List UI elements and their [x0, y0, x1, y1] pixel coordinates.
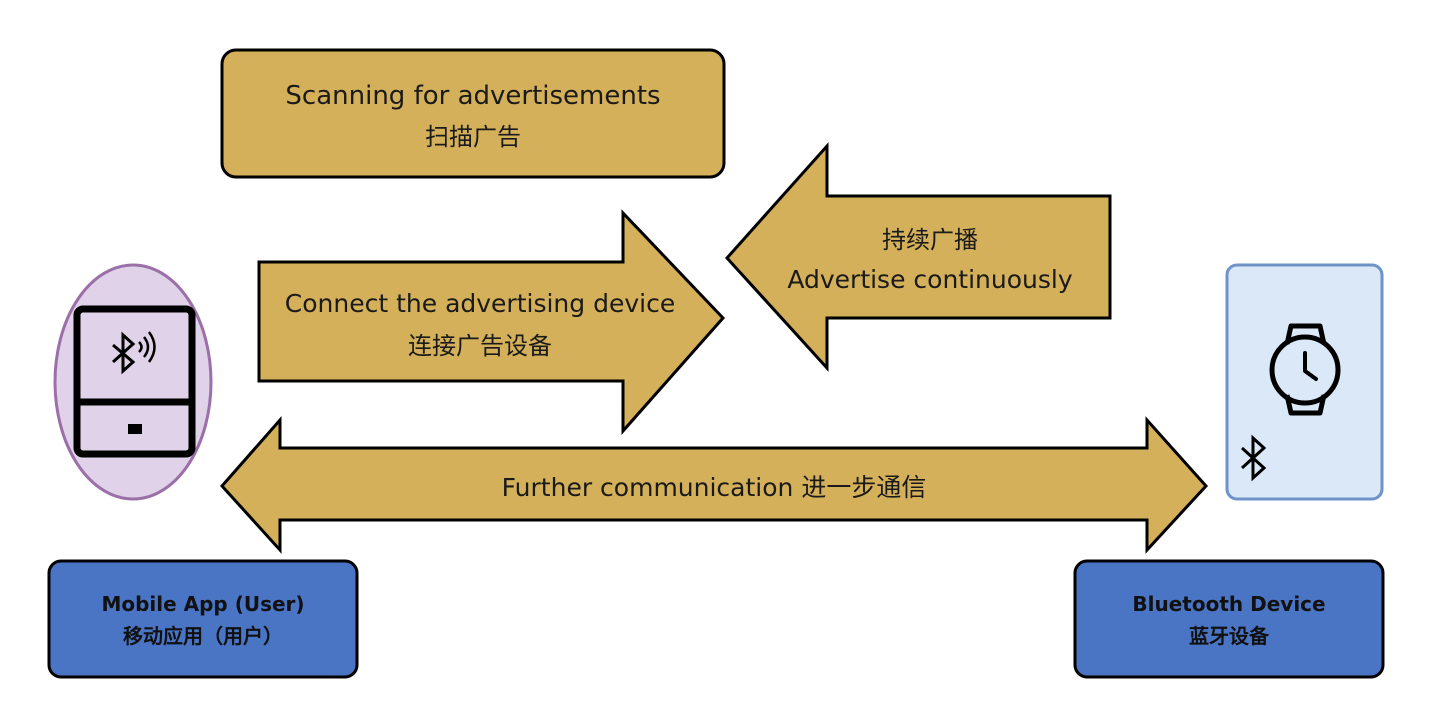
mobile-app-line1: Mobile App (User) — [101, 592, 304, 616]
bluetooth-device-graphic — [1225, 263, 1384, 501]
advertise-arrow-line1: 持续广播 — [882, 226, 978, 254]
connect-arrow-line2: 连接广告设备 — [408, 332, 552, 360]
communication-arrow: Further communication 进一步通信 — [219, 416, 1209, 554]
bluetooth-icon — [1240, 434, 1267, 482]
connect-arrow-shape — [257, 209, 726, 435]
scan-box-line2: 扫描广告 — [425, 123, 521, 151]
advertise-arrow-line2: Advertise continuously — [787, 265, 1073, 294]
scan-box: Scanning for advertisements 扫描广告 — [220, 48, 726, 179]
bluetooth-device-box: Bluetooth Device 蓝牙设备 — [1073, 559, 1385, 679]
mobile-app-box-shape — [47, 559, 359, 679]
advertise-arrow: 持续广播 Advertise continuously — [724, 142, 1112, 372]
mobile-phone-graphic — [53, 263, 213, 501]
connect-arrow-line1: Connect the advertising device — [285, 289, 675, 318]
advertise-arrow-shape — [724, 142, 1112, 372]
scan-box-shape — [220, 48, 726, 179]
connect-arrow: Connect the advertising device 连接广告设备 — [257, 209, 726, 435]
communication-arrow-label: Further communication 进一步通信 — [502, 473, 927, 502]
phone-bluetooth-icon — [73, 305, 196, 458]
smartwatch-icon — [1269, 323, 1341, 416]
bluetooth-device-line2: 蓝牙设备 — [1189, 624, 1270, 648]
mobile-app-line2: 移动应用（用户） — [123, 624, 283, 648]
bluetooth-device-line1: Bluetooth Device — [1132, 592, 1325, 616]
scan-box-line1: Scanning for advertisements — [285, 81, 660, 111]
communication-arrow-shape — [219, 416, 1209, 554]
device-card — [1225, 263, 1384, 501]
bluetooth-device-box-shape — [1073, 559, 1385, 679]
mobile-app-box: Mobile App (User) 移动应用（用户） — [47, 559, 359, 679]
